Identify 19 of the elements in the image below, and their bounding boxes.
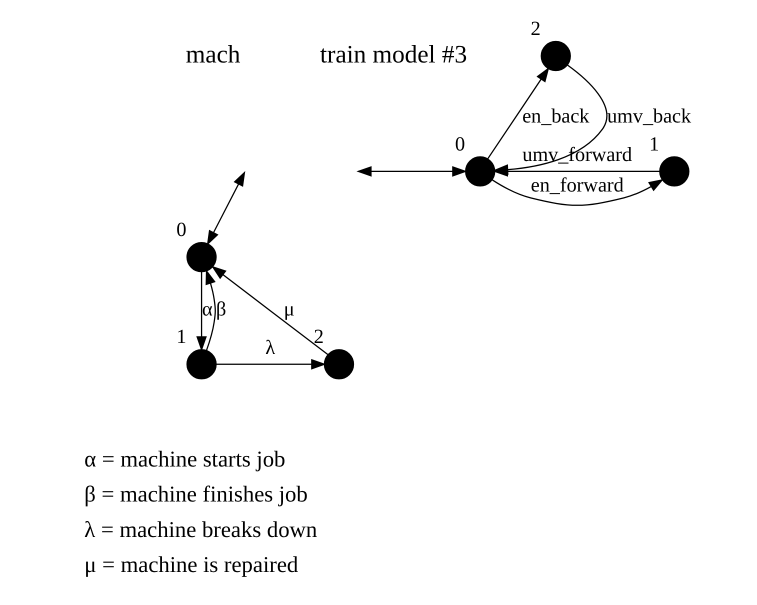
label: train model #3 (320, 41, 467, 68)
node-label: 1 (176, 326, 186, 348)
node-label: 0 (454, 133, 465, 156)
label: μ = machine is repaired (84, 552, 298, 578)
label: λ = machine breaks down (84, 516, 317, 542)
label: mach (185, 41, 240, 68)
edge-label: α (201, 298, 212, 320)
node-label: 1 (648, 133, 659, 156)
node-label: 0 (176, 219, 186, 242)
node-label: 2 (530, 18, 540, 40)
node-label: 2 (313, 326, 324, 348)
edge-label: en_forward (530, 174, 624, 196)
edge-label: β (215, 298, 226, 320)
edge-label: μ (283, 298, 294, 320)
edge-label: en_back (522, 106, 589, 128)
edge-label: umv_back (606, 106, 691, 128)
edge-label: λ (264, 336, 275, 359)
label: β = machine finishes job (84, 482, 308, 507)
label: α = machine starts job (84, 446, 285, 472)
